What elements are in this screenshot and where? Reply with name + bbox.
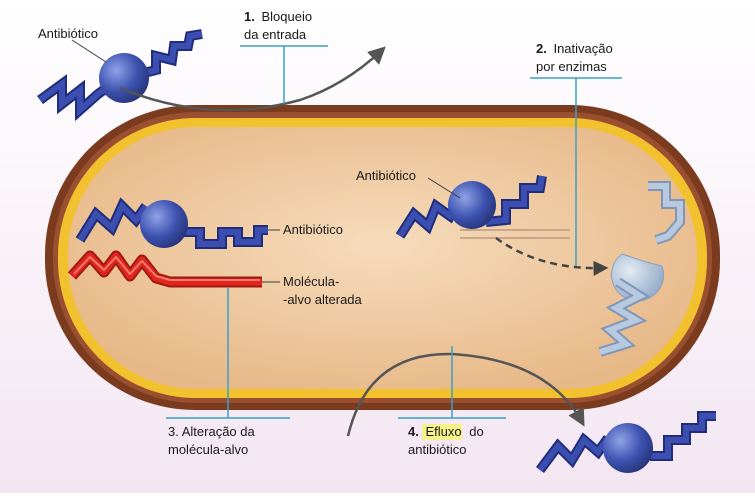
step1-subtitle: da entrada: [244, 27, 307, 42]
target-label-line2: -alvo alterada: [283, 292, 363, 307]
svg-text:4. Efluxo do: 4. Efluxo do: [408, 424, 484, 439]
step1-number: 1.: [244, 9, 255, 24]
target-label-line1: Molécula-: [283, 274, 339, 289]
step1-title: Bloqueio: [261, 9, 312, 24]
antibiotic-label-inside-right: Antibiótico: [356, 168, 416, 183]
step3-title: 3. Alteração da: [168, 424, 255, 439]
step2-number: 2.: [536, 41, 547, 56]
step3-subtitle: molécula-alvo: [168, 442, 248, 457]
svg-text:1. Bloqueio: 1. Bloqueio: [244, 9, 312, 24]
step2-title: Inativação: [553, 41, 612, 56]
svg-text:2. Inativação: 2. Inativação: [536, 41, 613, 56]
antibiotic-label-inside-left: Antibiótico: [283, 222, 343, 237]
step4-subtitle: antibiótico: [408, 442, 467, 457]
step4-highlight-word: Efluxo: [425, 424, 461, 439]
antibiotic-label-outside: Antibiótico: [38, 26, 98, 41]
step4-number: 4.: [408, 424, 419, 439]
step4-title-rest: do: [469, 424, 483, 439]
step2-subtitle: por enzimas: [536, 59, 607, 74]
